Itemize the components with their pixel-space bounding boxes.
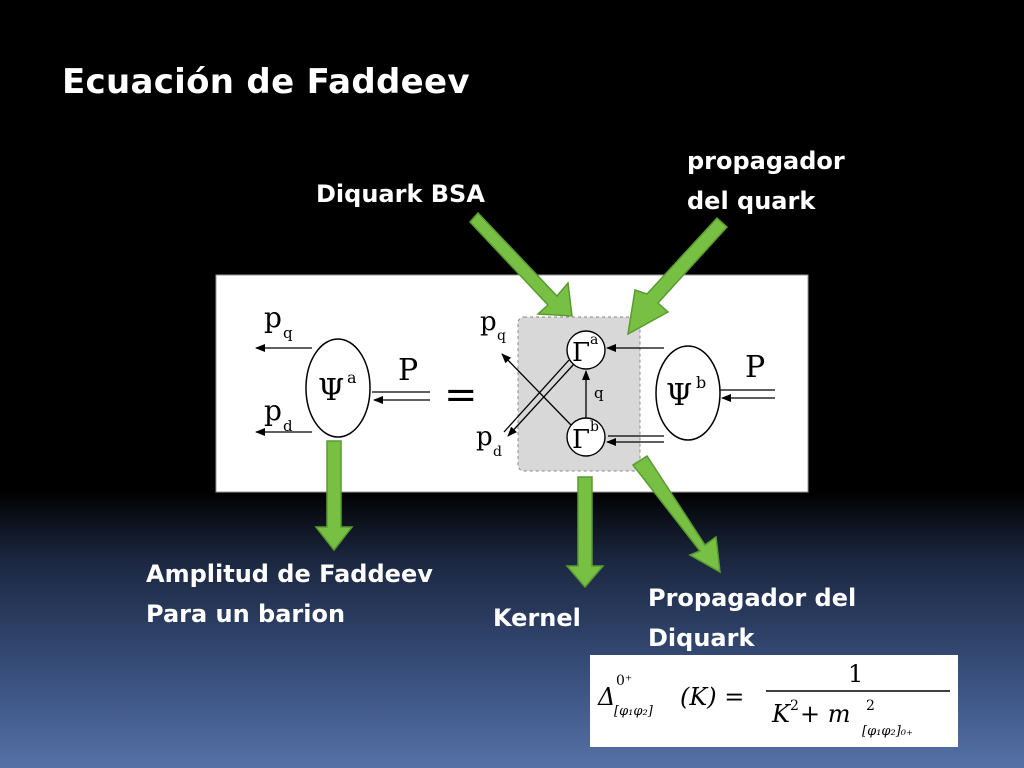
gamma-a-symbol: Γ [572,338,590,368]
formula-numerator: 1 [848,660,863,688]
formula-den-sub: [φ₁φ₂]₀₊ [862,724,913,739]
pd-sub-kernel: d [493,444,502,460]
formula-den-mid: + m [800,700,851,728]
slide-title: Ecuación de Faddeev [62,62,470,102]
gamma-a-superscript: a [590,332,598,348]
label-quark-propagator: propagador del quark [687,141,845,221]
psi-a-superscript: a [347,368,357,387]
quark-propagator-pointer-arrow [627,216,729,336]
formula-den-m-sq: 2 [866,698,875,714]
diquark-propagator-formula: Δ 0⁺ [φ₁φ₂] (K) = 1 K 2 + m 2 [φ₁φ₂]₀₊ [590,655,958,747]
label-kernel-text: Kernel [493,604,581,632]
pd-cross-arrow [507,363,575,437]
pointer-arrows [314,211,729,589]
pd-label-left: p [264,394,282,427]
pq-label-left: p [264,301,282,334]
formula-delta-sub: [φ₁φ₂] [614,704,654,719]
label-line-1: Amplitud de Faddeev [146,560,433,588]
pq-label-kernel: p [480,307,497,337]
formula-delta-sup: 0⁺ [616,673,632,689]
psi-b-superscript: b [696,373,706,392]
label-diquark-propagator: Propagador del Diquark [648,578,856,658]
pd-label-kernel: p [476,422,493,452]
formula-den-k-sq: 2 [790,698,799,714]
kernel-pointer-arrow [565,476,605,589]
pq-cross-arrow [501,353,572,426]
psi-a-ellipse [305,338,371,438]
pd-sub-left: d [283,417,293,435]
psi-b-symbol: Ψ [666,378,692,413]
label-line-1: propagador [687,147,845,175]
label-line-1: Propagador del [648,584,857,612]
q-label: q [594,384,604,402]
label-diquark-bsa: Diquark BSA [316,174,485,214]
pd-cross-line-1 [503,359,570,433]
P-label-right: P [745,350,765,385]
psi-b-ellipse [655,345,721,441]
psi-a-symbol: Ψ [318,373,344,408]
diquark-propagator-pointer-arrow [631,454,721,574]
diquark-bsa-pointer-arrow [468,211,573,317]
faddeev-amplitude-pointer-arrow [314,440,354,552]
formula-delta: Δ [597,683,615,711]
pq-sub-kernel: q [497,328,506,344]
pq-sub-left: q [283,324,293,342]
gamma-b-symbol: Γ [572,425,590,455]
gamma-a-circle [566,330,606,370]
formula-svg: Δ 0⁺ [φ₁φ₂] (K) = 1 K 2 + m 2 [φ₁φ₂]₀₊ [597,660,950,739]
formula-arg: (K) = [680,683,744,711]
formula-den-k: K [771,700,792,728]
label-faddeev-amplitude: Amplitud de Faddeev Para un barion [146,554,433,634]
label-diquark-bsa-text: Diquark BSA [316,180,485,208]
label-kernel: Kernel [493,598,581,638]
label-line-2: Para un barion [146,600,346,628]
label-line-2: del quark [687,187,816,215]
kernel-box [517,316,641,472]
equals-sign: = [444,372,478,418]
gamma-b-superscript: b [590,419,599,435]
label-line-2: Diquark [648,624,755,652]
P-label-left: P [398,353,418,388]
